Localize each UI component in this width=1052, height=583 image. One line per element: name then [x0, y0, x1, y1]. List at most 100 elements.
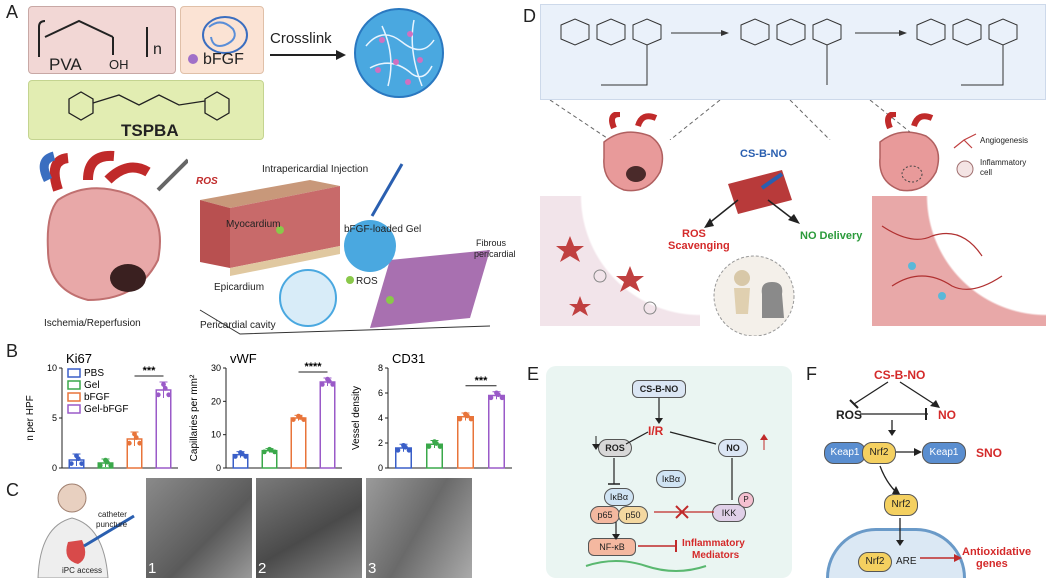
- frame-3-label: 3: [368, 560, 377, 577]
- data-point: [457, 416, 463, 422]
- ikk-node: IKK: [712, 504, 746, 522]
- data-point: [137, 440, 143, 446]
- data-point: [261, 449, 267, 455]
- data-point: [301, 417, 307, 422]
- csbno-label-d: CS-B-NO: [740, 148, 788, 160]
- pathway-e-arrows-icon: [585, 398, 768, 572]
- tissue-layers-illustration-icon: [199, 163, 491, 335]
- y-axis-label: n per HPF: [25, 395, 36, 441]
- pva-label: PVA: [49, 55, 82, 74]
- catheter-label: catheter: [98, 510, 127, 519]
- angiogenesis-legend-icon: [953, 133, 977, 149]
- y-tick-label: 8: [378, 363, 383, 373]
- data-point: [464, 413, 470, 419]
- inflamed-tissue-left: [540, 196, 700, 326]
- legend-label: PBS: [84, 368, 104, 379]
- y-tick-label: 0: [216, 463, 221, 473]
- data-point: [330, 382, 336, 387]
- y-tick-label: 4: [378, 413, 383, 423]
- tissue-patch-icon: [728, 170, 792, 214]
- no-delivery-label: NO Delivery: [800, 230, 863, 242]
- bfgf-loaded-gel-label: bFGF-loaded Gel: [344, 224, 422, 235]
- heart-illustration-icon: [39, 150, 188, 302]
- ros-indicator-label: ROS: [196, 176, 218, 187]
- panel-label-c: C: [6, 480, 19, 500]
- data-point: [166, 392, 172, 398]
- ir-node: I/R: [648, 424, 664, 438]
- frame-2-label: 2: [258, 560, 267, 577]
- data-point: [161, 382, 166, 387]
- data-point: [297, 415, 303, 420]
- data-point: [68, 461, 74, 466]
- bar-gel-bfgf: [155, 389, 172, 469]
- sno-label: SNO: [976, 446, 1003, 460]
- ros-arrow-label: ROS: [356, 276, 378, 287]
- significance-label: ****: [304, 361, 322, 373]
- nfkb-node: NF-κB: [588, 538, 636, 556]
- data-point: [243, 454, 249, 459]
- ipc-access-label: iPC access: [62, 566, 103, 575]
- healed-heart-icon: [879, 112, 940, 192]
- panel-label-a: A: [6, 2, 19, 22]
- data-point: [232, 454, 238, 459]
- antioxidative-genes-line-2: genes: [976, 558, 1008, 570]
- chart-title: vWF: [230, 351, 257, 366]
- inflammatory-cell-legend-icon: [956, 160, 974, 178]
- data-point: [239, 451, 245, 457]
- legend-label: bFGF: [84, 392, 110, 403]
- legend-swatch: [67, 380, 81, 390]
- reaction-scheme-icon: [560, 18, 1018, 86]
- data-point: [79, 461, 85, 466]
- are-label: ARE: [896, 556, 917, 567]
- y-axis-label: Capillaries per mm²: [189, 374, 200, 461]
- significance-label: ***: [475, 375, 489, 387]
- angiogenesis-vessels-icon: [881, 225, 1003, 300]
- panel-label-b: B: [6, 341, 19, 361]
- bar-bfgf: [290, 417, 307, 469]
- y-tick-label: 6: [378, 388, 383, 398]
- ros-label-line-2: Scavenging: [668, 240, 730, 252]
- healed-tissue-right: [872, 196, 1046, 326]
- ischemia-label: Ischemia/Reperfusion: [44, 318, 141, 329]
- y-tick-label: 10: [47, 363, 57, 373]
- data-point: [108, 463, 114, 468]
- crosslink-arrow-icon: [270, 50, 346, 60]
- data-point: [437, 444, 443, 449]
- ikba-node: IκBα: [604, 488, 634, 506]
- angiogenesis-legend-label: Angiogenesis: [980, 136, 1029, 145]
- patient-silhouette-icon: [37, 483, 135, 578]
- y-tick-label: 10: [211, 430, 221, 440]
- legend-label: Gel-bFGF: [84, 404, 128, 415]
- data-point: [433, 441, 439, 446]
- ros-stars-icon: [556, 236, 657, 316]
- ikba-node-top: IκBα: [656, 470, 686, 488]
- data-point: [495, 392, 501, 398]
- bar-gel-bfgf: [319, 381, 336, 469]
- keap1-node-b: Keap1: [922, 442, 966, 464]
- bfgf-label: bFGF: [203, 51, 244, 68]
- p50-node: p50: [618, 506, 648, 524]
- csbno-node-f: CS-B-NO: [874, 368, 926, 382]
- data-point: [406, 447, 412, 453]
- ros-node-e: ROS: [598, 439, 632, 457]
- ros-node-f: ROS: [836, 408, 863, 422]
- pva-oh-label: OH: [109, 57, 129, 72]
- pva-subscript-n: n: [153, 41, 162, 58]
- panel-label-f: F: [806, 364, 817, 384]
- data-point: [319, 382, 325, 387]
- antioxidative-genes-line-1: Antioxidative: [962, 546, 1032, 558]
- ros-label-line-1: ROS: [682, 228, 706, 240]
- chart-title: Ki67: [66, 351, 92, 366]
- data-point: [426, 444, 432, 449]
- data-point: [75, 456, 81, 462]
- pathway-f-arrows-icon: [849, 381, 962, 562]
- y-tick-label: 20: [211, 396, 221, 406]
- angiogram-frame-1: [146, 478, 252, 578]
- significance-label: ***: [143, 365, 157, 377]
- tspba-structure-icon: [68, 91, 230, 121]
- injection-label: Intrapericardial Injection: [262, 164, 369, 175]
- inflammatory-legend-line-2: cell: [980, 168, 993, 177]
